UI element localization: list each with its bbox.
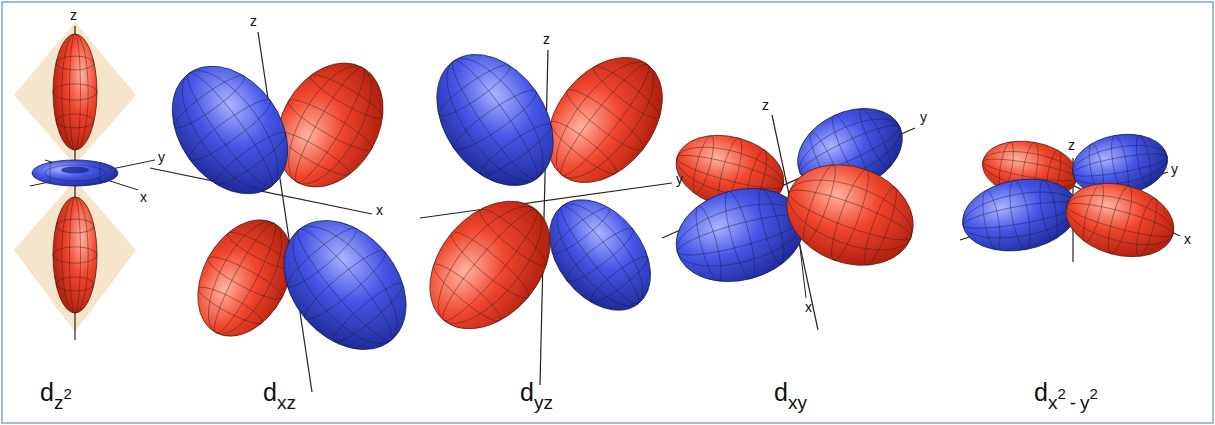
orbital-letter: d: [263, 378, 277, 406]
axis-label: y: [920, 110, 927, 124]
orbital-letter: d: [1034, 378, 1048, 406]
orbital-letter: d: [40, 378, 54, 406]
axis-label: x: [805, 300, 812, 314]
axis-label: z: [70, 8, 77, 22]
orbital-name: dz2: [40, 380, 72, 412]
axis-label: x: [140, 190, 147, 204]
orbital-name: dxy: [774, 380, 807, 412]
axis-label: x: [1184, 232, 1191, 246]
axis-label: z: [762, 98, 769, 112]
orbital-subscript: y: [1080, 392, 1090, 413]
orbital-name: dxz: [263, 380, 296, 412]
axis-label: x: [376, 203, 383, 217]
orbital-letter: d: [774, 378, 788, 406]
orbital-letter: d: [520, 378, 534, 406]
orbital-subscript: xz: [277, 392, 296, 413]
orbital-subscript: yz: [534, 392, 553, 413]
axis-label: y: [676, 172, 683, 186]
orbital-subscript: xy: [788, 392, 807, 413]
axis-label: y: [158, 150, 165, 164]
axis-label: y: [1171, 162, 1178, 176]
axis-label: z: [1068, 138, 1075, 152]
orbital-subscript: z: [54, 392, 64, 413]
orbital-superscript: 2: [63, 385, 71, 402]
orbital-subscript: x: [1048, 392, 1058, 413]
axis-label: z: [250, 14, 257, 28]
axis-label: z: [543, 32, 550, 46]
orbital-superscript: 2: [1090, 385, 1098, 402]
orbital-name: dx2-y2: [1034, 380, 1098, 412]
orbital-name: dyz: [520, 380, 553, 412]
orbital-superscript: 2: [1057, 385, 1065, 402]
orbital-subscript: -: [1070, 392, 1076, 413]
